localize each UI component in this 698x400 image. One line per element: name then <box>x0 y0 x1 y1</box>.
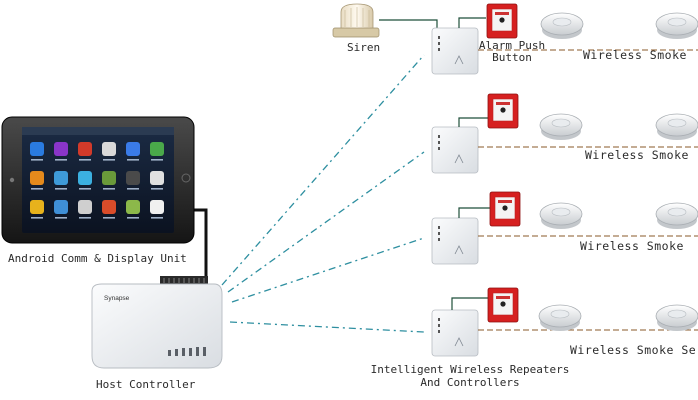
tablet-app-icon <box>30 200 44 214</box>
tablet-app-icon <box>78 171 92 185</box>
tablet-app-caption <box>151 159 163 161</box>
alarm-label-line2: Button <box>492 51 532 64</box>
tablet-app-icon <box>30 142 44 156</box>
tablet-app-caption <box>103 188 115 190</box>
tablet-app-icon <box>150 200 164 214</box>
tablet-label: Android Comm & Display Unit <box>8 252 187 265</box>
tablet-app-icon <box>54 142 68 156</box>
tablet-app-icon <box>150 142 164 156</box>
tablet-app-caption <box>127 217 139 219</box>
tablet-app-caption <box>103 159 115 161</box>
wireless-link-2 <box>227 151 425 293</box>
tablet-app-caption <box>55 159 67 161</box>
wireless-link-4 <box>229 321 425 333</box>
alarm-push-button-2 <box>487 93 519 129</box>
repeater-row-2 <box>431 117 698 174</box>
repeaters-label-line2: And Controllers <box>420 376 520 389</box>
repeater-row-3 <box>431 207 698 265</box>
tablet-app-caption <box>55 188 67 190</box>
wireless-smoke-label-3: Wireless Smoke <box>580 239 684 253</box>
tablet-app-icon <box>78 200 92 214</box>
tablet-app-caption <box>55 217 67 219</box>
tablet-app-caption <box>79 217 91 219</box>
alarm-label-line1: Alarm Push <box>478 39 546 52</box>
repeater-box <box>431 309 479 357</box>
wireless-smoke-label-4: Wireless Smoke Se <box>570 343 697 357</box>
tablet-app-caption <box>151 217 163 219</box>
tablet-app-icon <box>30 171 44 185</box>
android-tablet <box>1 116 195 244</box>
smoke-detector <box>655 304 698 331</box>
tablet-app-caption <box>31 217 43 219</box>
host-controller-device: Synapse <box>91 276 223 369</box>
tablet-app-icon <box>102 200 116 214</box>
siren-device <box>332 3 438 38</box>
smoke-detector <box>540 12 584 39</box>
tablet-app-caption <box>127 159 139 161</box>
repeaters-label-line1: Intelligent Wireless Repeaters <box>370 363 570 376</box>
tablet-app-caption <box>127 188 139 190</box>
tablet-app-caption <box>79 188 91 190</box>
tablet-app-caption <box>31 159 43 161</box>
repeaters-label: Intelligent Wireless Repeaters And Contr… <box>350 363 590 389</box>
tablet-app-caption <box>151 188 163 190</box>
smoke-detector <box>655 113 698 140</box>
wireless-link-1 <box>221 54 425 286</box>
tablet-app-caption <box>79 159 91 161</box>
tablet-app-caption <box>103 217 115 219</box>
tablet-app-caption <box>31 188 43 190</box>
smoke-detector <box>538 304 582 331</box>
wireless-smoke-label-1: Wireless Smoke <box>583 48 687 62</box>
tablet-app-icon <box>126 142 140 156</box>
smoke-detector <box>539 113 583 140</box>
alarm-push-button-4 <box>487 287 519 323</box>
tablet-app-icon <box>126 171 140 185</box>
smoke-detectors <box>538 12 698 331</box>
wireless-link-3 <box>231 237 425 303</box>
tablet-app-icon <box>102 171 116 185</box>
smoke-detector <box>655 12 698 39</box>
repeater-row-4 <box>431 297 698 357</box>
host-controller-label: Host Controller <box>96 378 196 391</box>
repeater-row-1 <box>431 17 698 75</box>
alarm-push-button-1 <box>486 3 518 39</box>
repeater-box <box>431 217 479 265</box>
repeater-box <box>431 27 479 75</box>
tablet-app-icon <box>54 200 68 214</box>
tablet-app-grid <box>30 142 164 219</box>
tablet-app-icon <box>78 142 92 156</box>
tablet-app-icon <box>126 200 140 214</box>
smoke-detector <box>655 202 698 229</box>
alarm-push-button-3 <box>489 191 521 227</box>
wireless-smoke-label-2: Wireless Smoke <box>585 148 689 162</box>
siren-label: Siren <box>347 41 381 54</box>
tablet-host-cable <box>192 208 208 282</box>
host-brand-logo: Synapse <box>104 295 130 302</box>
repeater-box <box>431 126 479 174</box>
tablet-app-icon <box>54 171 68 185</box>
tablet-app-icon <box>102 142 116 156</box>
tablet-app-icon <box>150 171 164 185</box>
wireless-links <box>221 54 425 333</box>
alarm-push-button-label: Alarm Push Button <box>476 40 548 64</box>
smoke-detector <box>539 202 583 229</box>
